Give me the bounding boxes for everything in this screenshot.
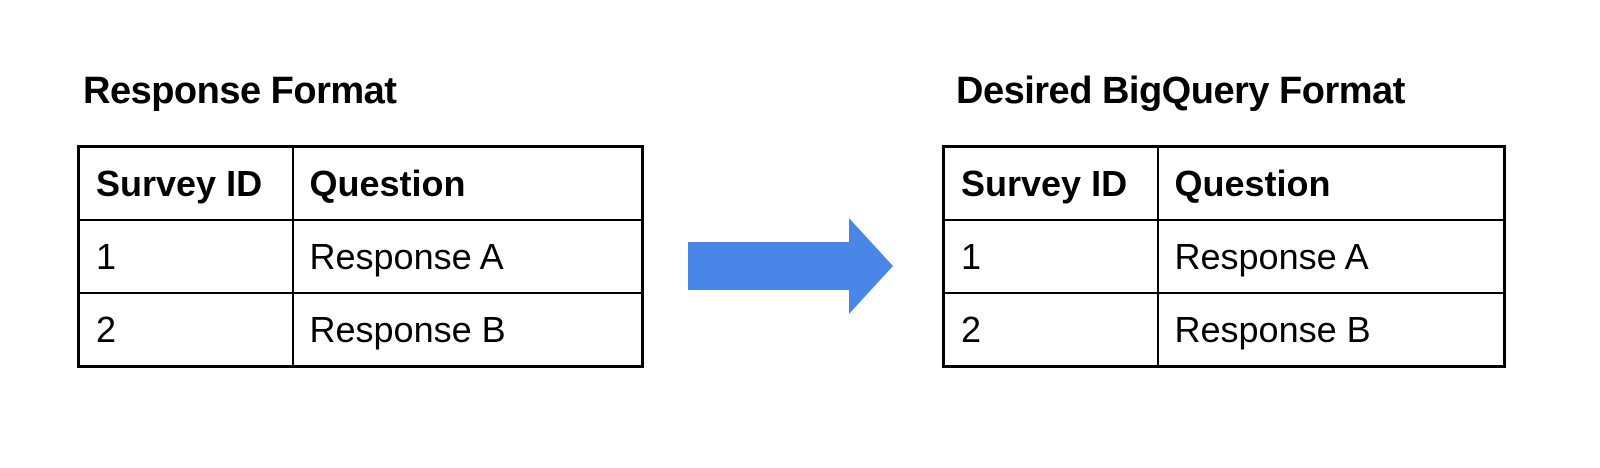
cell-survey-id: 1: [942, 219, 1159, 294]
cell-survey-id: 2: [77, 292, 294, 368]
header-cell-question: Question: [291, 145, 644, 221]
right-arrow-icon: [688, 218, 893, 314]
cell-question: Response A: [291, 219, 644, 294]
table-row: 2 Response B: [942, 292, 1506, 368]
cell-survey-id: 2: [942, 292, 1159, 368]
table-header-row: Survey ID Question: [77, 145, 644, 221]
table-row: 2 Response B: [77, 292, 644, 368]
table-row: 1 Response A: [942, 219, 1506, 294]
header-cell-survey-id: Survey ID: [77, 145, 294, 221]
response-format-table: Survey ID Question 1 Response A 2 Respon…: [77, 145, 644, 368]
header-cell-survey-id: Survey ID: [942, 145, 1159, 221]
cell-survey-id: 1: [77, 219, 294, 294]
left-panel-title: Response Format: [83, 70, 397, 112]
cell-question: Response A: [1156, 219, 1506, 294]
cell-question: Response B: [291, 292, 644, 368]
table-header-row: Survey ID Question: [942, 145, 1506, 221]
header-cell-question: Question: [1156, 145, 1506, 221]
table-row: 1 Response A: [77, 219, 644, 294]
cell-question: Response B: [1156, 292, 1506, 368]
bigquery-format-table: Survey ID Question 1 Response A 2 Respon…: [942, 145, 1506, 368]
right-panel-title: Desired BigQuery Format: [956, 70, 1405, 112]
right-arrow-shape: [688, 218, 893, 314]
